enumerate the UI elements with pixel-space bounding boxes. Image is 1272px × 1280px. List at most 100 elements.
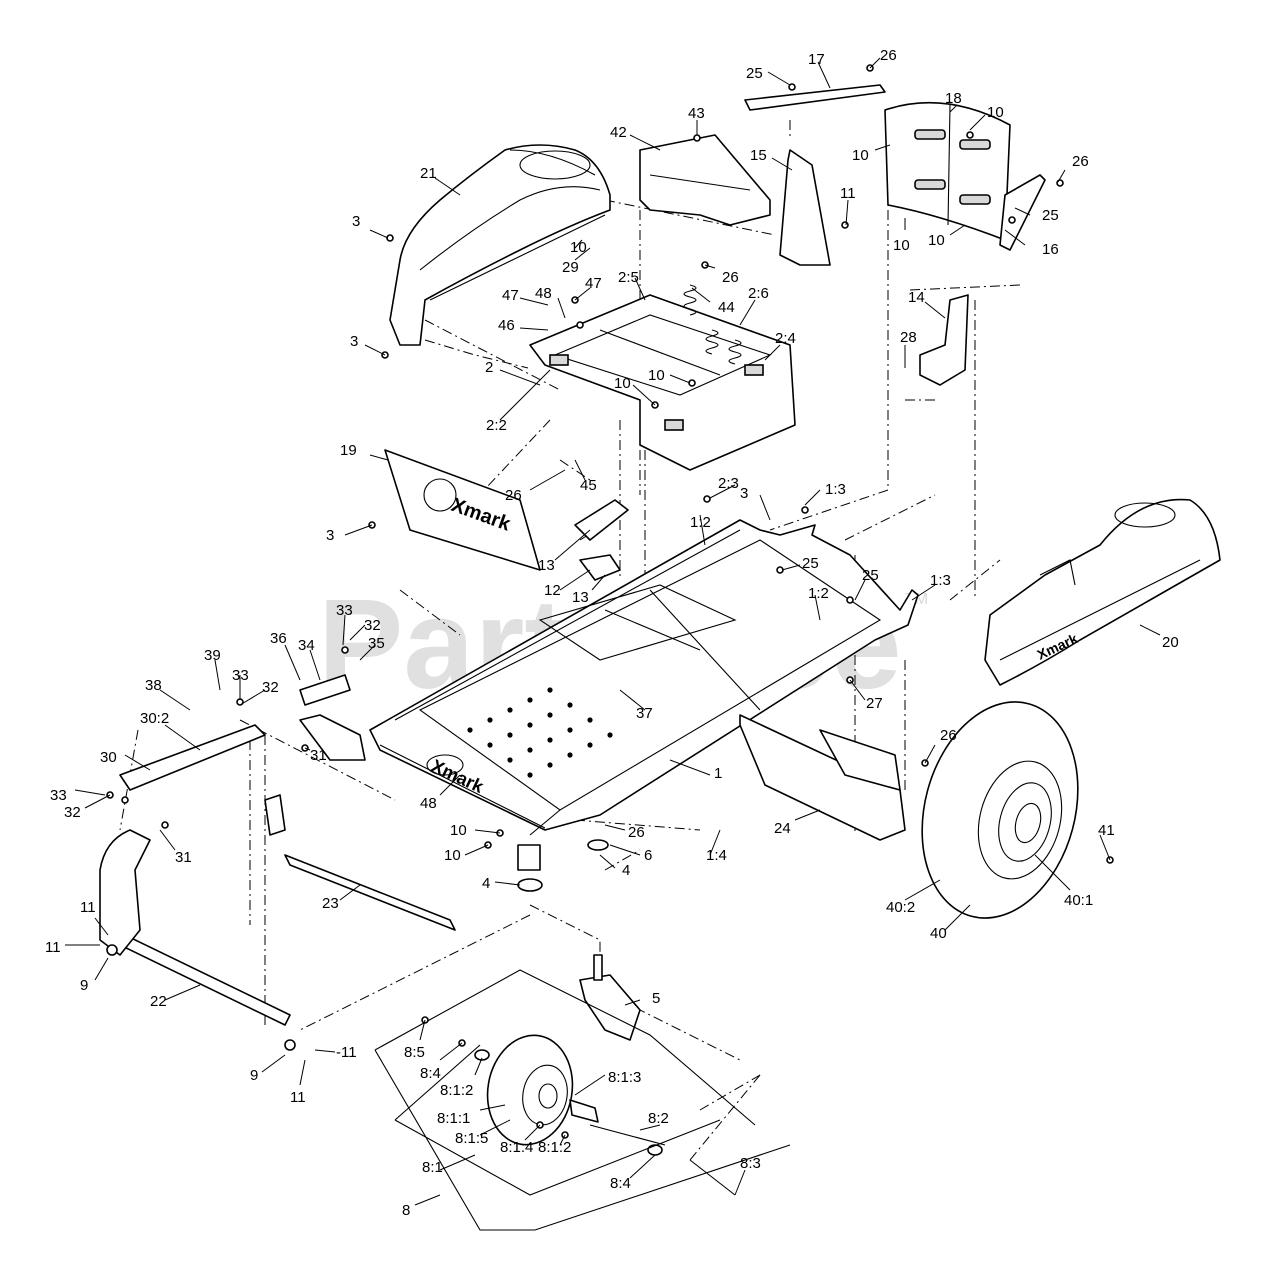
callout-39: 39	[204, 647, 221, 664]
callout-10h: 10	[450, 822, 467, 839]
link-part	[299, 674, 351, 706]
callout-30-2: 30:2	[140, 710, 169, 727]
callout-3d: 2:3	[718, 475, 739, 492]
callout-40: 40	[930, 925, 947, 942]
callout-46: 46	[498, 317, 515, 334]
callout-8-1-3: 8:1:3	[608, 1069, 641, 1086]
callout-2-5: 2:5	[618, 269, 639, 286]
caster-fork-part	[579, 954, 641, 1041]
callout-47b: 47	[585, 275, 602, 292]
callout-11d: -11	[336, 1044, 357, 1061]
callout-11c: 11	[45, 939, 61, 956]
callout-25b: 25	[1042, 207, 1059, 224]
callout-8-5: 8:5	[404, 1044, 425, 1061]
callout-13b: 13	[572, 589, 589, 606]
callout-labels: 25 17 26 18 10 43 42 15 10 26 21 11 25 3…	[45, 47, 1179, 1219]
callout-8-1-5: 8:1:5	[455, 1130, 488, 1147]
callout-41: 41	[1098, 822, 1115, 839]
callout-8-1-1: 8:1:1	[437, 1110, 470, 1127]
callout-26a: 26	[880, 47, 897, 64]
callout-2: 2	[485, 359, 493, 376]
callout-10c: 10	[570, 239, 587, 256]
callout-2-2: 2:2	[486, 417, 507, 434]
callout-12: 12	[544, 582, 561, 599]
callout-48b: 48	[420, 795, 437, 812]
callout-1: 1	[714, 765, 722, 782]
tie-rod-part	[119, 854, 456, 1026]
callout-11b: 11	[80, 899, 96, 916]
assembly-box-8	[374, 969, 791, 1231]
callout-30: 30	[100, 749, 117, 766]
callout-19: 19	[340, 442, 357, 459]
callout-45: 26	[505, 487, 522, 504]
callout-26d: 1:3	[825, 481, 846, 498]
deck-holes	[467, 687, 613, 778]
callout-10d: 10	[893, 237, 910, 254]
callout-29: 29	[562, 259, 579, 276]
left-fender-part	[389, 144, 611, 346]
callout-11e: 11	[290, 1089, 306, 1106]
callout-3b: 3	[350, 333, 358, 350]
callout-25d: 25	[862, 567, 879, 584]
front-panel-part: Xmark	[384, 449, 541, 571]
callout-14: 14	[908, 289, 925, 306]
leader-lines	[65, 57, 1161, 1206]
callout-40-2: 40:2	[886, 899, 915, 916]
bushing-part	[517, 839, 609, 892]
callout-26b: 26	[1072, 153, 1089, 170]
callout-1-2b: 1:2	[808, 585, 829, 602]
callout-18: 18	[945, 90, 962, 107]
callout-40-1: 40:1	[1064, 892, 1093, 909]
callout-8-1-4: 8:1:4	[500, 1139, 533, 1156]
callout-13a: 13	[538, 557, 555, 574]
mount-bracket-part	[574, 499, 629, 581]
callout-38: 38	[145, 677, 162, 694]
callout-10e: 10	[928, 232, 945, 249]
callout-1-3b: 1:3	[930, 572, 951, 589]
side-bracket-part	[999, 174, 1046, 251]
chassis-frame-part: Xmark	[369, 519, 919, 836]
top-bracket-part	[744, 84, 886, 266]
callout-4b: 4	[622, 862, 630, 879]
callout-17: 17	[808, 51, 825, 68]
callout-10g: 10	[614, 375, 631, 392]
callout-9a: 9	[80, 977, 88, 994]
callout-48a: 48	[535, 285, 552, 302]
callout-26c: 26	[722, 269, 739, 286]
callout-8-1-2a: 8:1:2	[440, 1082, 473, 1099]
callout-8-2: 8:2	[648, 1110, 669, 1127]
callout-8: 8	[402, 1202, 410, 1219]
rear-panel-part	[884, 101, 1011, 241]
callout-34: 34	[298, 637, 315, 654]
callout-28: 28	[900, 329, 917, 346]
callout-8-1: 8:1	[422, 1159, 443, 1176]
callout-23: 23	[322, 895, 339, 912]
callout-44: 44	[718, 299, 735, 316]
callout-11a: 11	[840, 185, 856, 202]
callout-5: 5	[652, 990, 660, 1007]
callout-8-4a: 8:4	[420, 1065, 441, 1082]
callout-10b: 10	[852, 147, 869, 164]
callout-47a: 47	[502, 287, 519, 304]
callout-32b: 32	[262, 679, 279, 696]
rear-wheel-part	[921, 701, 1079, 919]
callout-8-1-2b: 8:1:2	[538, 1139, 571, 1156]
callout-26f: 26	[628, 824, 645, 841]
callout-31b: 31	[175, 849, 192, 866]
callout-35: 35	[368, 635, 385, 652]
callout-1-4: 1:4	[706, 847, 727, 864]
callout-21: 21	[420, 165, 437, 182]
steering-arm-part	[99, 794, 286, 956]
callout-10i: 10	[444, 847, 461, 864]
callout-15: 15	[750, 147, 767, 164]
mid-bracket-part	[919, 294, 969, 386]
callout-36: 36	[270, 630, 287, 647]
callout-32a: 32	[364, 617, 381, 634]
front-axle-part	[119, 714, 366, 791]
callout-8-3: 8:3	[740, 1155, 761, 1172]
callout-20: 20	[1162, 634, 1179, 651]
callout-2-6: 2:6	[748, 285, 769, 302]
callout-8-4b: 8:4	[610, 1175, 631, 1192]
callout-31a: 31	[310, 747, 327, 764]
